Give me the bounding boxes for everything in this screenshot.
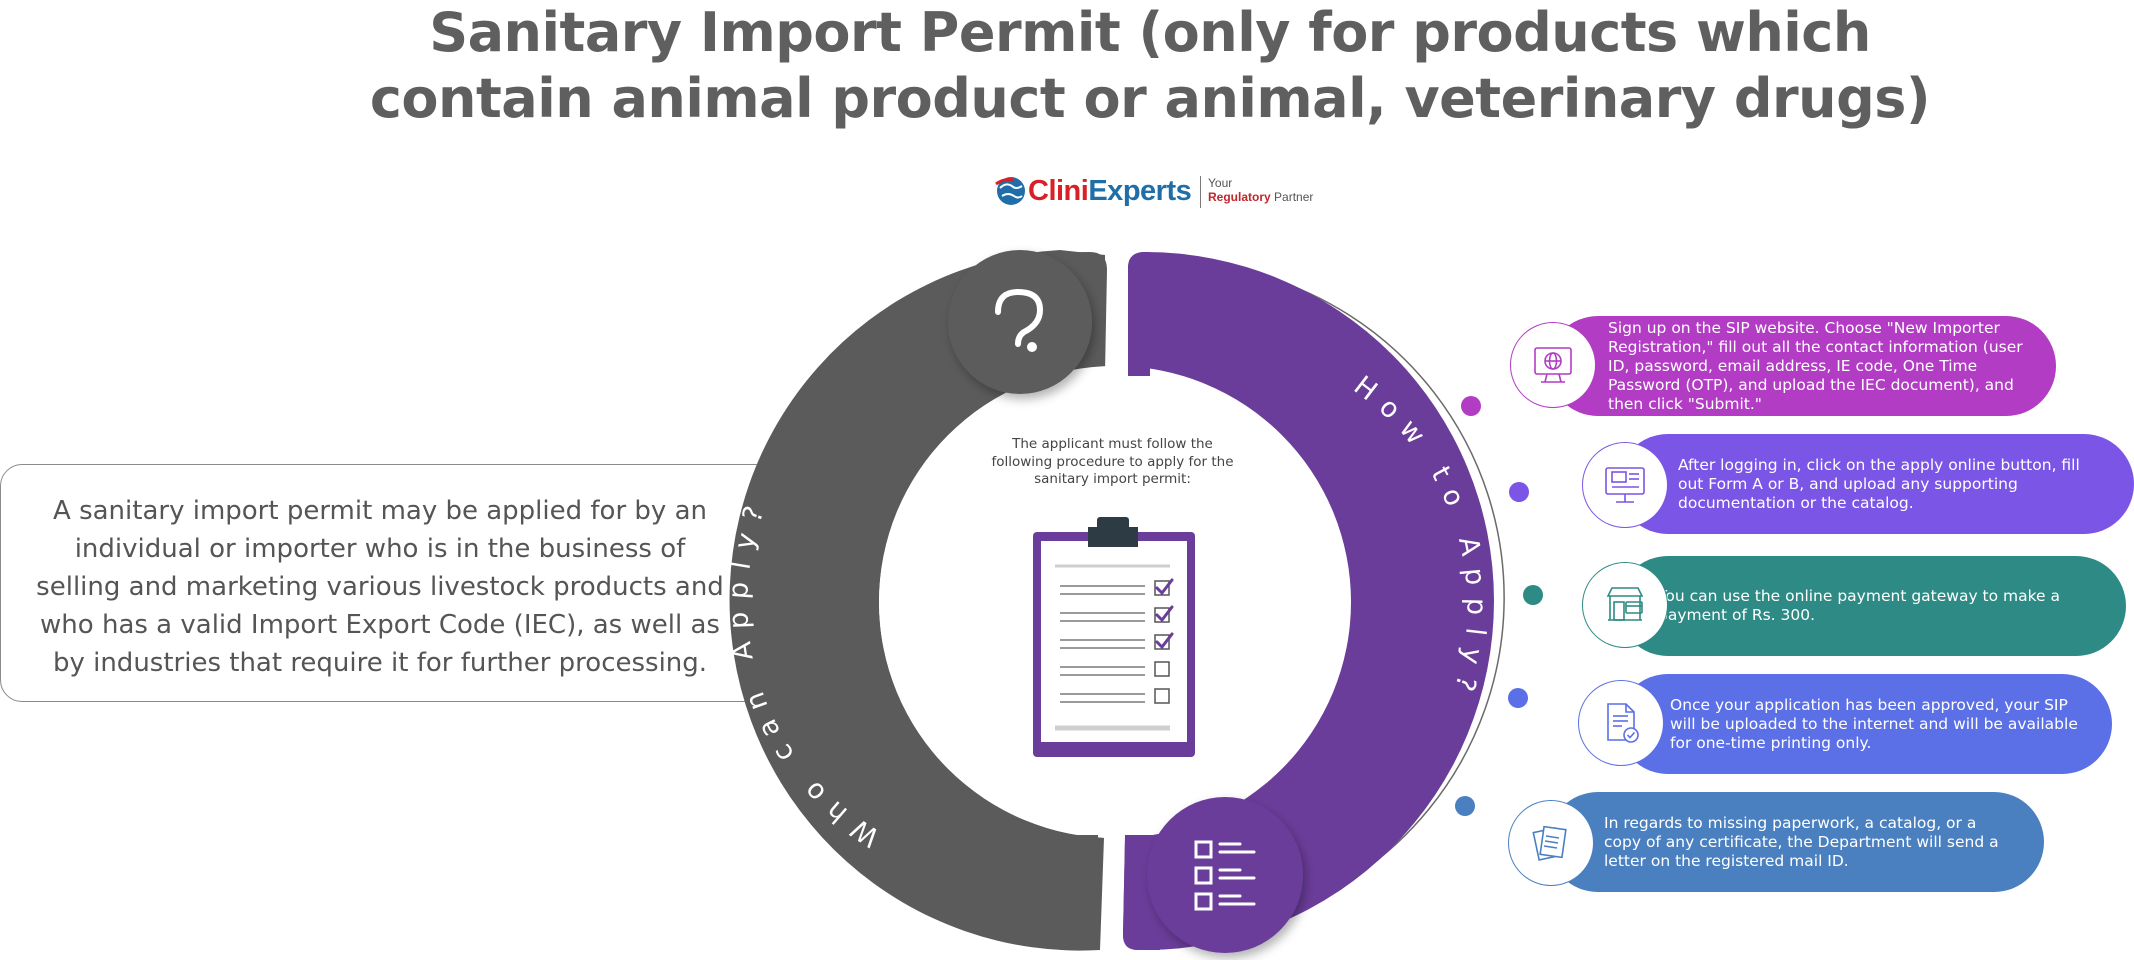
step-2-text: After logging in, click on the apply onl… <box>1678 455 2080 512</box>
step-4-icon-circle <box>1578 680 1664 766</box>
step-4-text: Once your application has been approved,… <box>1670 695 2078 752</box>
logo-divider <box>1200 176 1201 208</box>
step-4-pill: Once your application has been approved,… <box>1618 674 2112 774</box>
how-to-apply-arc <box>1123 252 1494 950</box>
how-to-apply-intro: The applicant must follow the following … <box>991 436 1234 487</box>
online-payment-icon <box>1606 587 1644 621</box>
step-1-icon-circle <box>1510 322 1596 408</box>
step-2-pill: After logging in, click on the apply onl… <box>1618 434 2134 534</box>
step-2-icon-circle <box>1582 442 1668 528</box>
page-title: Sanitary Import Permit (only for product… <box>369 1 1931 130</box>
approved-document-icon <box>1607 703 1639 743</box>
logo-tagline: Your Regulatory Partner <box>1208 176 1314 204</box>
step-dot-4 <box>1508 688 1528 708</box>
clipboard-icon <box>1033 517 1195 757</box>
step-1-text: Sign up on the SIP website. Choose "New … <box>1608 318 2023 413</box>
computer-globe-icon <box>1534 347 1572 383</box>
step-3-text: You can use the online payment gateway t… <box>1658 587 2061 624</box>
step-3-icon-circle <box>1582 562 1668 648</box>
globe-logo-icon <box>995 177 1025 205</box>
who-can-apply-description: A sanitary import permit may be applied … <box>36 496 724 678</box>
cliniexperts-logo: CliniExperts Your Regulatory Partner <box>994 170 1314 216</box>
step-dot-5 <box>1455 796 1475 816</box>
step-1-pill: Sign up on the SIP website. Choose "New … <box>1548 316 2056 416</box>
step-5-text: In regards to missing paperwork, a catal… <box>1604 813 1999 870</box>
step-dot-1 <box>1461 396 1481 416</box>
question-mark-icon <box>948 250 1092 394</box>
online-form-icon <box>1605 467 1645 503</box>
logo-wordmark: CliniExperts <box>1028 175 1192 207</box>
step-dot-2 <box>1509 482 1529 502</box>
step-5-pill: In regards to missing paperwork, a catal… <box>1548 792 2044 892</box>
paperwork-icon <box>1532 825 1567 861</box>
who-can-apply-box <box>0 464 810 702</box>
step-3-pill: You can use the online payment gateway t… <box>1618 556 2126 656</box>
step-dot-3 <box>1523 585 1543 605</box>
checklist-icon <box>1147 797 1303 953</box>
step-5-icon-circle <box>1508 800 1594 886</box>
